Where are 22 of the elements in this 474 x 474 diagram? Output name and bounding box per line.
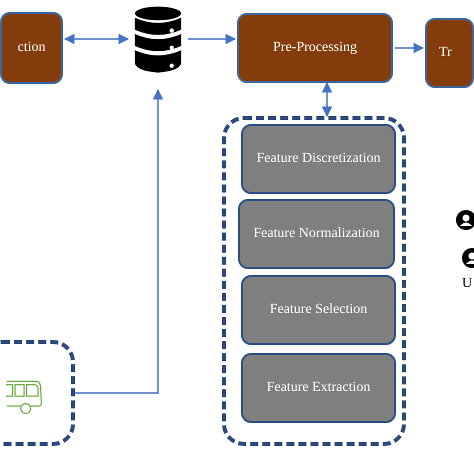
- arrow: [75, 88, 164, 394]
- process-box: [238, 199, 395, 269]
- box-label: ction: [18, 40, 46, 56]
- arrow: [395, 42, 424, 54]
- dashed-group-box: [0, 340, 75, 446]
- process-box: [241, 353, 396, 423]
- arrow: [322, 82, 332, 118]
- process-box: [237, 13, 393, 83]
- text-label: U: [462, 276, 472, 292]
- box-label: Feature Discretization: [256, 150, 380, 168]
- process-box: [425, 18, 474, 88]
- arrow: [188, 34, 236, 44]
- process-box: [241, 124, 396, 194]
- dashed-group-box: [222, 116, 406, 446]
- box-label: Pre-Processing: [273, 40, 357, 56]
- process-box: [241, 275, 396, 345]
- process-box: [0, 12, 63, 84]
- box-label: Tr: [439, 44, 452, 62]
- arrow: [64, 34, 130, 44]
- box-label: Feature Extraction: [266, 380, 370, 396]
- box-label: Feature Normalization: [253, 226, 380, 242]
- box-label: Feature Selection: [270, 302, 368, 318]
